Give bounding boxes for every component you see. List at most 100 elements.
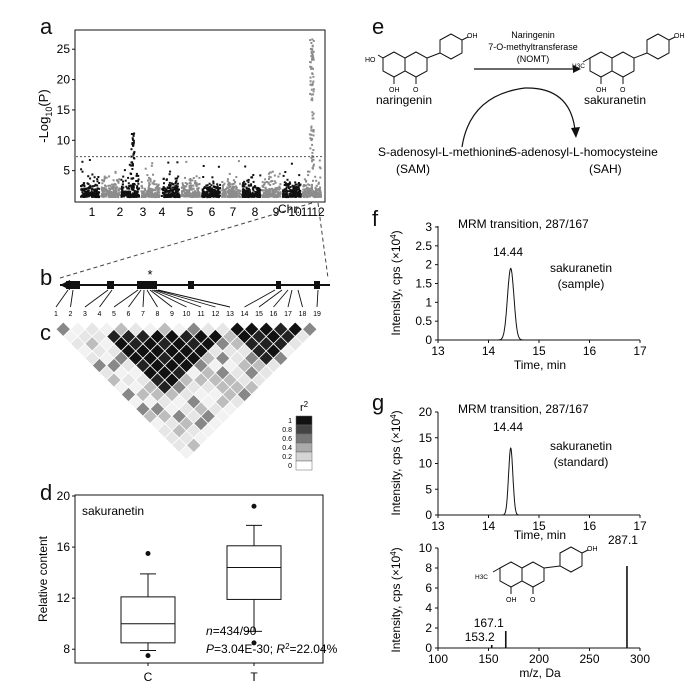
manhattan-point bbox=[109, 184, 112, 187]
manhattan-point bbox=[312, 165, 315, 168]
manhattan-point bbox=[171, 192, 174, 195]
manhattan-point bbox=[112, 187, 115, 190]
manhattan-point bbox=[132, 134, 135, 137]
manhattan-point bbox=[133, 150, 136, 153]
manhattan-point bbox=[270, 193, 273, 196]
boxplot-stat-p: P=3.04E-30; R2=22.04% bbox=[206, 642, 338, 656]
manhattan-point bbox=[310, 126, 313, 129]
manhattan-point bbox=[307, 187, 310, 190]
manhattan-point bbox=[97, 192, 100, 195]
manhattan-point bbox=[312, 58, 315, 61]
manhattan-point bbox=[222, 195, 225, 198]
y-tick-label: 6 bbox=[425, 581, 432, 595]
manhattan-point bbox=[191, 179, 194, 182]
manhattan-point bbox=[141, 191, 144, 194]
manhattan-point bbox=[279, 187, 282, 190]
manhattan-point bbox=[196, 187, 199, 190]
manhattan-point bbox=[246, 195, 249, 198]
manhattan-point bbox=[164, 194, 167, 197]
manhattan-point bbox=[206, 188, 209, 191]
manhattan-point bbox=[284, 182, 287, 185]
manhattan-point bbox=[311, 44, 314, 47]
manhattan-point bbox=[312, 163, 315, 166]
manhattan-point bbox=[238, 189, 241, 192]
manhattan-point bbox=[288, 190, 291, 193]
manhattan-point bbox=[233, 185, 236, 188]
boxplot-ylabel: Relative content bbox=[36, 535, 50, 622]
ring-a bbox=[382, 51, 406, 78]
manhattan-point bbox=[91, 185, 94, 188]
ho-bond bbox=[377, 54, 384, 59]
manhattan-point bbox=[312, 88, 315, 91]
manhattan-point bbox=[283, 184, 286, 186]
manhattan-point bbox=[184, 193, 187, 195]
manhattan-point bbox=[243, 190, 245, 193]
manhattan-point bbox=[303, 178, 306, 181]
manhattan-point bbox=[93, 189, 96, 192]
y-tick-label: 0 bbox=[425, 333, 432, 347]
boxplot-title: sakuranetin bbox=[82, 504, 144, 518]
manhattan-point bbox=[131, 137, 134, 140]
manhattan-point bbox=[268, 190, 271, 193]
snp-label: 18 bbox=[299, 311, 307, 318]
manhattan-point bbox=[132, 187, 135, 190]
manhattan-point bbox=[228, 186, 231, 189]
manhattan-point bbox=[110, 187, 113, 190]
manhattan-point bbox=[135, 172, 138, 175]
manhattan-point bbox=[138, 187, 141, 190]
manhattan-point bbox=[184, 189, 187, 191]
manhattan-point bbox=[309, 137, 312, 140]
manhattan-point bbox=[221, 189, 224, 192]
manhattan-point bbox=[151, 195, 154, 198]
manhattan-point bbox=[288, 183, 290, 185]
y-tick-label: 1 bbox=[425, 295, 432, 309]
manhattan-point bbox=[229, 183, 232, 186]
manhattan-point bbox=[289, 195, 292, 198]
manhattan-point bbox=[89, 177, 92, 180]
manhattan-point bbox=[208, 192, 211, 195]
bond bbox=[633, 52, 648, 59]
snp-label: 10 bbox=[183, 311, 191, 318]
manhattan-point bbox=[217, 192, 220, 195]
manhattan-point bbox=[154, 187, 157, 190]
manhattan-point bbox=[154, 195, 157, 198]
manhattan-point bbox=[319, 191, 322, 194]
manhattan-point bbox=[242, 195, 245, 198]
manhattan-point bbox=[267, 196, 270, 199]
manhattan-point bbox=[273, 195, 275, 198]
manhattan-point bbox=[166, 195, 169, 197]
manhattan-point bbox=[172, 195, 175, 198]
manhattan-point bbox=[256, 192, 259, 195]
manhattan-point bbox=[123, 192, 126, 195]
manhattan-point bbox=[206, 184, 209, 187]
manhattan-point bbox=[86, 194, 88, 197]
manhattan-point bbox=[204, 191, 207, 194]
manhattan-point bbox=[221, 192, 224, 195]
manhattan-point bbox=[100, 186, 103, 189]
x-tick-label: T bbox=[250, 670, 258, 684]
manhattan-point bbox=[293, 186, 296, 189]
y-tick-label: 25 bbox=[57, 42, 71, 56]
y-tick-label: 1.5 bbox=[415, 277, 432, 291]
manhattan-point bbox=[111, 191, 114, 194]
manhattan-point bbox=[209, 193, 212, 196]
manhattan-point bbox=[254, 192, 257, 195]
manhattan-point bbox=[198, 183, 201, 185]
enzyme-name-line2: 7-O-methyltransferase bbox=[488, 42, 578, 52]
manhattan-point bbox=[312, 50, 315, 53]
manhattan-point bbox=[117, 189, 120, 192]
manhattan-point bbox=[142, 194, 145, 197]
manhattan-point bbox=[168, 184, 170, 187]
manhattan-point bbox=[221, 195, 224, 198]
manhattan-point bbox=[87, 187, 90, 189]
manhattan-point bbox=[87, 195, 90, 198]
manhattan-point bbox=[250, 184, 252, 187]
manhattan-point bbox=[244, 189, 247, 192]
x-tick-label: 13 bbox=[431, 519, 445, 533]
manhattan-point bbox=[302, 185, 305, 188]
manhattan-point bbox=[242, 191, 245, 194]
manhattan-point bbox=[318, 194, 321, 197]
manhattan-point bbox=[267, 172, 270, 175]
